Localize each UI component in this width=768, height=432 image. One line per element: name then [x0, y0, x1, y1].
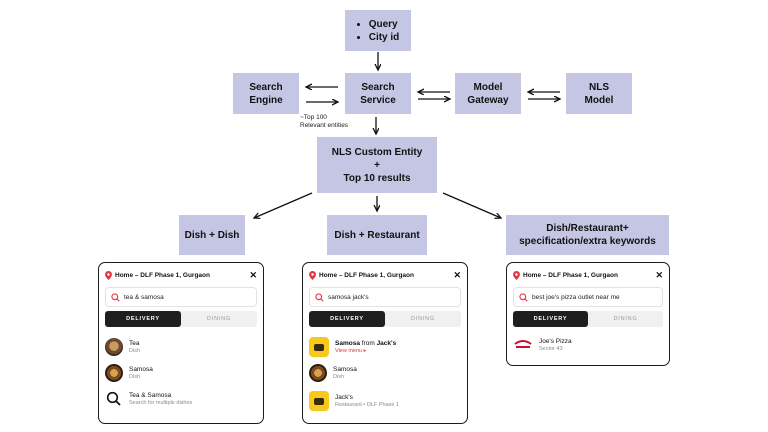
location-pin-icon — [105, 270, 112, 280]
location-pin-icon — [513, 270, 520, 280]
node-model-gateway: Model Gateway — [455, 73, 521, 114]
result-item[interactable]: Jack's Restaurant • DLF Phase 1 — [309, 390, 461, 412]
result-subtitle: Dish — [333, 374, 345, 380]
node-label: Dish/Restaurant+ — [546, 223, 629, 234]
result-item[interactable]: Tea Dish — [105, 336, 257, 358]
node-label: Model — [584, 94, 614, 106]
tab-bar: DELIVERY DINING — [513, 311, 663, 327]
location-label[interactable]: Home – DLF Phase 1, Gurgaon — [523, 271, 618, 279]
arrow-entity-to-dish-dish — [254, 192, 313, 218]
result-title: Samosa from Jack's — [335, 340, 396, 347]
arrow-entity-to-dish-spec — [442, 192, 501, 218]
result-item[interactable]: Joe's Pizza Sector 43 — [513, 334, 663, 356]
close-icon[interactable]: ✕ — [655, 269, 663, 280]
edge-label-top100: ~Top 100 Relevant entities — [300, 114, 348, 130]
node-label: Dish + Dish — [184, 229, 240, 241]
phone-mockup-dish-restaurant-spec: Home – DLF Phase 1, Gurgaon ✕ best joe's… — [506, 262, 670, 366]
result-title: Samosa — [129, 366, 153, 373]
search-query-text: samosa jack's — [328, 293, 369, 301]
jacks-logo-icon — [309, 391, 329, 411]
result-title: Joe's Pizza — [539, 338, 572, 345]
location-label[interactable]: Home – DLF Phase 1, Gurgaon — [115, 271, 210, 279]
node-label: NLS — [589, 81, 609, 93]
node-label: Top 10 results — [343, 172, 411, 184]
close-icon[interactable]: ✕ — [453, 269, 461, 280]
result-item[interactable]: Tea & Samosa Search for multiple dishes — [105, 388, 257, 410]
search-input[interactable]: tea & samosa — [105, 287, 257, 307]
node-nls-model: NLS Model — [566, 73, 632, 114]
node-query-item: Query — [369, 18, 400, 31]
result-title: Samosa — [333, 366, 357, 373]
tab-bar: DELIVERY DINING — [105, 311, 257, 327]
location-label[interactable]: Home – DLF Phase 1, Gurgaon — [319, 271, 414, 279]
location-header: Home – DLF Phase 1, Gurgaon ✕ — [105, 268, 257, 282]
result-item[interactable]: Samosa Dish — [309, 362, 461, 384]
samosa-thumbnail-icon — [105, 364, 123, 382]
node-label: Search — [361, 81, 395, 93]
tab-delivery[interactable]: DELIVERY — [513, 311, 588, 327]
node-dish-restaurant-spec: Dish/Restaurant+ specification/extra key… — [506, 215, 669, 255]
phone-mockup-dish-dish: Home – DLF Phase 1, Gurgaon ✕ tea & samo… — [98, 262, 264, 424]
result-title-joiner: from — [359, 340, 377, 347]
tab-bar: DELIVERY DINING — [309, 311, 461, 327]
node-dish-dish: Dish + Dish — [179, 215, 245, 255]
view-menu-link[interactable]: View menu ▸ — [335, 348, 367, 354]
result-subtitle: Dish — [129, 348, 141, 354]
result-item[interactable]: Samosa Dish — [105, 362, 257, 384]
edge-label-line: ~Top 100 — [300, 114, 327, 121]
search-icon — [315, 292, 324, 302]
jacks-logo-icon — [309, 337, 329, 357]
tab-dining[interactable]: DINING — [206, 316, 232, 322]
result-title-restaurant: Jack's — [376, 340, 397, 347]
result-item[interactable]: Samosa from Jack's View menu ▸ — [309, 336, 461, 358]
tea-thumbnail-icon — [105, 338, 123, 356]
search-icon — [519, 292, 528, 302]
search-input[interactable]: best joe's pizza outlet near me — [513, 287, 663, 307]
joes-pizza-logo-icon — [513, 337, 533, 353]
samosa-thumbnail-icon — [309, 364, 327, 382]
node-dish-restaurant: Dish + Restaurant — [327, 215, 427, 255]
node-label: Engine — [249, 94, 283, 106]
node-search-engine: Search Engine — [233, 73, 299, 114]
search-query-text: best joe's pizza outlet near me — [532, 293, 620, 301]
node-label: Search — [249, 81, 283, 93]
close-icon[interactable]: ✕ — [249, 269, 257, 280]
node-label: + — [374, 159, 380, 171]
node-label: Gateway — [467, 94, 509, 106]
node-label: NLS Custom Entity — [331, 146, 423, 158]
node-query-item: City id — [369, 31, 400, 44]
tab-dining[interactable]: DINING — [613, 316, 638, 322]
search-icon — [111, 292, 120, 302]
tab-delivery[interactable]: DELIVERY — [309, 311, 385, 327]
edge-label-line: Relevant entities — [300, 122, 349, 129]
node-label: Service — [360, 94, 396, 106]
node-search-service: Search Service — [345, 73, 411, 114]
location-header: Home – DLF Phase 1, Gurgaon ✕ — [513, 268, 663, 282]
tab-dining[interactable]: DINING — [410, 316, 436, 322]
node-label: specification/extra keywords — [519, 236, 656, 247]
result-title: Tea & Samosa — [129, 392, 172, 399]
search-input[interactable]: samosa jack's — [309, 287, 461, 307]
result-subtitle: Sector 43 — [539, 346, 563, 352]
result-title: Tea — [129, 340, 140, 347]
location-header: Home – DLF Phase 1, Gurgaon ✕ — [309, 268, 461, 282]
node-nls-custom-entity: NLS Custom Entity + Top 10 results — [317, 137, 437, 193]
node-label: Dish + Restaurant — [334, 229, 420, 241]
location-pin-icon — [309, 270, 316, 280]
result-subtitle: Restaurant • DLF Phase 1 — [335, 402, 399, 408]
result-title-dish: Samosa — [335, 340, 360, 347]
result-title: Jack's — [335, 394, 353, 401]
search-query-text: tea & samosa — [124, 293, 164, 301]
node-label: Model — [473, 81, 503, 93]
search-icon — [106, 391, 121, 406]
result-subtitle: Search for multiple dishes — [129, 400, 193, 406]
result-subtitle: Dish — [129, 374, 141, 380]
tab-delivery[interactable]: DELIVERY — [105, 311, 181, 327]
phone-mockup-dish-restaurant: Home – DLF Phase 1, Gurgaon ✕ samosa jac… — [302, 262, 468, 424]
node-query: Query City id — [345, 10, 411, 51]
